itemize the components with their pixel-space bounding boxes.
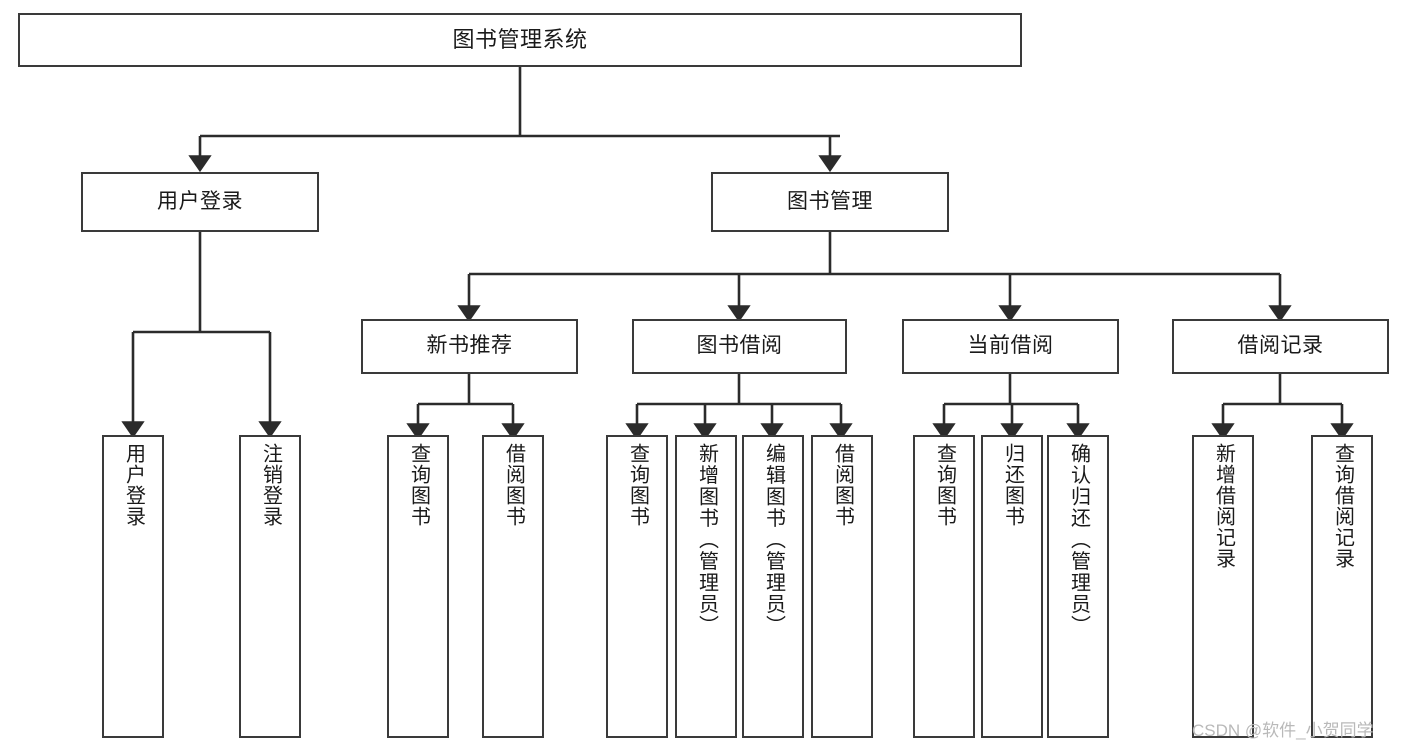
node-label: 编辑图书（管理员） [762,443,785,637]
node-label: 新书推荐 [426,334,513,358]
node-label: 确认归还（管理员） [1067,443,1090,637]
csdn-watermark: CSDN @软件_小贺同学 [1192,721,1374,740]
leaf-add-book-admin[interactable]: 新增图书（管理员） [675,435,737,738]
node-label: 归还图书 [1001,443,1024,527]
node-label: 借阅图书 [831,443,854,527]
node-user-login[interactable]: 用户登录 [81,172,319,232]
leaf-user-logout[interactable]: 注销登录 [239,435,301,738]
node-label: 新增借阅记录 [1212,443,1235,569]
leaf-add-borrow-record[interactable]: 新增借阅记录 [1192,435,1254,738]
node-label: 当前借阅 [967,334,1054,358]
leaf-query-borrow-record[interactable]: 查询借阅记录 [1311,435,1373,738]
node-book-management[interactable]: 图书管理 [711,172,949,232]
node-label: 图书借阅 [696,334,783,358]
node-current-borrow[interactable]: 当前借阅 [902,319,1119,374]
node-label: 查询图书 [933,443,956,527]
node-label: 注销登录 [259,443,282,527]
leaf-query-book-recommendation[interactable]: 查询图书 [387,435,449,738]
leaf-query-book-current[interactable]: 查询图书 [913,435,975,738]
leaf-confirm-return-admin[interactable]: 确认归还（管理员） [1047,435,1109,738]
leaf-borrow-book[interactable]: 借阅图书 [811,435,873,738]
leaf-user-login[interactable]: 用户登录 [102,435,164,738]
node-label: 查询图书 [407,443,430,527]
node-label: 借阅记录 [1237,334,1324,358]
leaf-query-book-borrow[interactable]: 查询图书 [606,435,668,738]
node-label: 借阅图书 [502,443,525,527]
leaf-edit-book-admin[interactable]: 编辑图书（管理员） [742,435,804,738]
node-root-system[interactable]: 图书管理系统 [18,13,1022,67]
node-new-book-recommendation[interactable]: 新书推荐 [361,319,578,374]
node-label: 图书管理系统 [452,27,588,53]
node-label: 查询借阅记录 [1331,443,1354,569]
node-label: 用户登录 [157,189,243,213]
node-borrow-record[interactable]: 借阅记录 [1172,319,1389,374]
node-label: 图书管理 [787,189,873,213]
node-book-borrow[interactable]: 图书借阅 [632,319,847,374]
node-label: 查询图书 [626,443,649,527]
node-label: 新增图书（管理员） [695,443,718,637]
leaf-return-book[interactable]: 归还图书 [981,435,1043,738]
leaf-borrow-book-recommendation[interactable]: 借阅图书 [482,435,544,738]
node-label: 用户登录 [122,443,145,527]
